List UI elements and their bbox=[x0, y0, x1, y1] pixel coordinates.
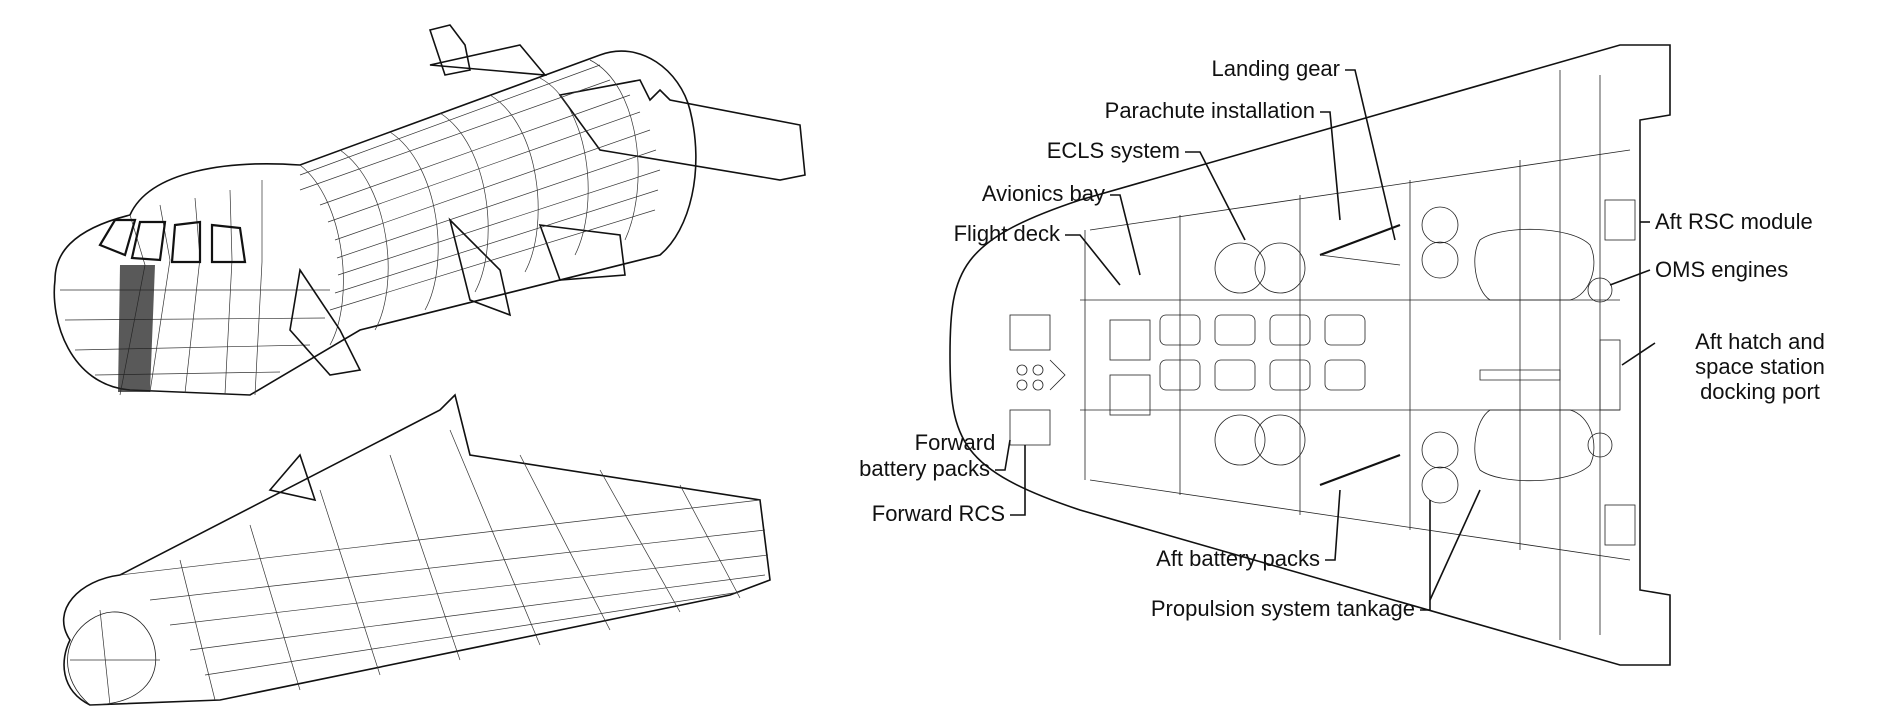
label-avionics-bay: Avionics bay bbox=[982, 181, 1105, 206]
cutaway-plan-drawing bbox=[949, 44, 1671, 666]
label-parachute-installation: Parachute installation bbox=[1105, 98, 1315, 123]
label-aft-hatch-line2: space station bbox=[1695, 354, 1825, 379]
label-flight-deck: Flight deck bbox=[954, 221, 1061, 246]
crew-seats bbox=[1159, 314, 1366, 391]
label-aft-hatch-line1: Aft hatch and bbox=[1695, 329, 1825, 354]
label-propulsion-tankage: Propulsion system tankage bbox=[1151, 596, 1415, 621]
label-aft-battery-packs: Aft battery packs bbox=[1156, 546, 1320, 571]
lifting-body-wireframe-drawing bbox=[63, 393, 771, 706]
label-oms-engines: OMS engines bbox=[1655, 257, 1788, 282]
label-forward-battery-line2: battery packs bbox=[859, 456, 990, 481]
label-aft-hatch-line3: docking port bbox=[1700, 379, 1820, 404]
label-ecls-system: ECLS system bbox=[1047, 138, 1180, 163]
label-forward-rcs: Forward RCS bbox=[872, 501, 1005, 526]
label-forward-battery-line1: Forward bbox=[915, 430, 996, 455]
leader-lines bbox=[995, 69, 1656, 611]
cabin-wireframe-drawing bbox=[53, 24, 806, 396]
label-aft-rsc-module: Aft RSC module bbox=[1655, 209, 1813, 234]
label-landing-gear: Landing gear bbox=[1212, 56, 1340, 81]
callout-labels: Landing gear Parachute installation ECLS… bbox=[859, 56, 1825, 621]
